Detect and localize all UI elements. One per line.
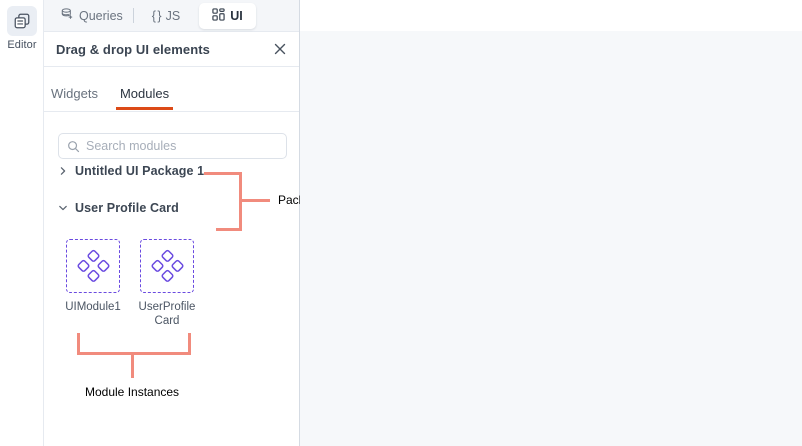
editor-tabstrip: Queries { } JS UI	[44, 0, 299, 32]
module-card-userprofilecard[interactable]: UserProfileCard	[139, 239, 195, 328]
annotation-module-line-bottom	[77, 352, 191, 355]
documents-stack-icon	[7, 6, 37, 36]
tab-modules[interactable]: Modules	[115, 86, 174, 110]
four-diamonds-icon	[66, 239, 120, 293]
tree-item-untitled-ui-package-1[interactable]: Untitled UI Package 1	[58, 164, 204, 178]
tab-widgets[interactable]: Widgets	[51, 86, 98, 110]
tabstrip-btn-queries[interactable]: Queries	[50, 0, 133, 32]
tree-item-label: User Profile Card	[75, 201, 179, 215]
tree-item-user-profile-card[interactable]: User Profile Card	[58, 201, 179, 215]
search-modules-box[interactable]	[58, 133, 287, 159]
annotation-package-line-top	[204, 172, 242, 175]
layout-grid-icon	[212, 7, 225, 24]
tabstrip-btn-js[interactable]: { } JS	[142, 0, 190, 32]
tabstrip-btn-ui[interactable]: UI	[199, 2, 256, 29]
tabstrip-divider	[132, 8, 134, 23]
database-icon	[60, 7, 74, 24]
annotation-module-instances-label: Module Instances	[85, 385, 180, 399]
module-card-label: UIModule1	[65, 301, 121, 313]
annotation-package-line-bottom	[216, 228, 242, 231]
rail-item-label: Editor	[7, 39, 37, 51]
search-icon	[67, 140, 80, 153]
annotation-module-line-left	[77, 333, 80, 355]
tab-widgets-label: Widgets	[51, 86, 98, 101]
annotation-module-stem	[131, 352, 134, 378]
four-diamonds-icon	[140, 239, 194, 293]
annotation-package-stem	[242, 199, 270, 202]
panel-header: Drag & drop UI elements	[44, 32, 299, 67]
search-input[interactable]	[86, 139, 266, 153]
panel-title: Drag & drop UI elements	[56, 41, 210, 57]
tabstrip-label-js: JS	[165, 8, 181, 23]
annotation-package-line-right	[239, 172, 242, 231]
canvas-topbar	[300, 0, 802, 31]
ui-elements-panel: Queries { } JS UI	[44, 0, 300, 446]
panel-body: Untitled UI Package 1 User Profile Card	[44, 112, 299, 446]
module-card-uimodule1[interactable]: UIModule1	[65, 239, 121, 314]
tab-modules-label: Modules	[119, 86, 170, 101]
tabstrip-label-ui: UI	[230, 8, 243, 23]
braces-icon: { }	[151, 8, 162, 23]
panel-tabs: Widgets Modules	[44, 67, 299, 112]
tabstrip-label-queries: Queries	[79, 8, 123, 23]
left-rail: Editor	[0, 0, 44, 446]
chevron-right-icon[interactable]	[58, 166, 68, 176]
app-canvas[interactable]	[300, 31, 802, 446]
chevron-down-icon[interactable]	[58, 203, 68, 213]
close-icon[interactable]	[272, 41, 288, 57]
module-card-label: UserProfileCard	[138, 301, 196, 327]
tree-item-label: Untitled UI Package 1	[75, 164, 205, 178]
rail-item-editor[interactable]: Editor	[0, 6, 44, 51]
annotation-module-line-right	[188, 333, 191, 355]
